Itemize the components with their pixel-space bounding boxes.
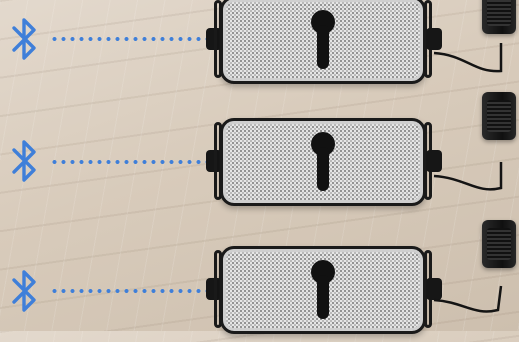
- power-adapter: [482, 220, 516, 268]
- power-cable: [426, 33, 519, 93]
- bluetooth-icon: [8, 266, 40, 316]
- speaker-row-3: [0, 232, 519, 342]
- speaker-illustration: [0, 0, 519, 331]
- speaker: [220, 118, 426, 206]
- speaker-logo-badge: [310, 259, 336, 321]
- connection-dots: [50, 37, 206, 41]
- speaker-logo-badge: [310, 131, 336, 193]
- connection-dots: [50, 160, 206, 164]
- speaker: [220, 246, 426, 334]
- bluetooth-icon: [8, 136, 40, 186]
- speaker: [220, 0, 426, 84]
- power-adapter: [482, 92, 516, 140]
- bluetooth-icon: [8, 14, 40, 64]
- speaker-row-2: [0, 104, 519, 214]
- power-cable: [426, 154, 519, 214]
- speaker-row-1: [0, 0, 519, 88]
- power-cable: [426, 276, 519, 336]
- speaker-logo-badge: [310, 9, 336, 71]
- power-adapter: [482, 0, 516, 34]
- connection-dots: [50, 289, 206, 293]
